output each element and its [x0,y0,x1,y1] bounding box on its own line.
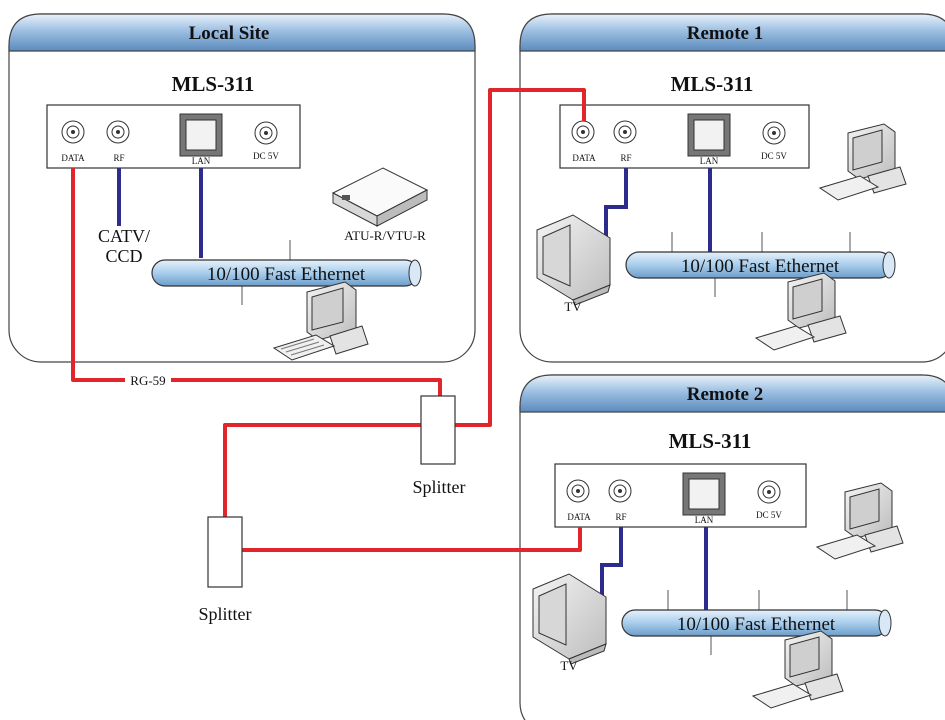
rg59-splitter1-to-splitter2 [223,423,421,517]
local-site-title: Local Site [189,23,270,44]
remote2-tv-icon [532,573,607,665]
remote1-port-data: DATA [572,153,596,163]
local-ethernet-bus: 10/100 Fast Ethernet [151,240,422,305]
remote1-ethernet-bus: 10/100 Fast Ethernet [625,232,896,297]
remote2-port-lan: LAN [695,515,714,525]
local-atu-label: ATU-R/VTU-R [344,228,426,243]
splitter-1 [420,395,456,465]
remote1-port-dc: DC 5V [761,151,787,161]
remote1-mls-device: DATA RF LAN DC 5V [559,104,810,169]
remote2-title: Remote 2 [687,384,764,405]
rg59-local-to-splitter1 [71,168,442,396]
remote2-tv-label: TV [560,658,578,673]
local-catv-line1: CATV/ [98,226,150,246]
remote2-ethernet-bus: 10/100 Fast Ethernet [621,590,892,655]
rg59-splitter2-to-remote2 [242,527,582,552]
local-mls-device: DATA RF LAN DC 5V [46,104,301,169]
splitter-1-label: Splitter [413,477,466,497]
remote1-panel: Remote 1 MLS-311 DATA RF LAN DC 5V TV [519,13,945,363]
remote1-ethernet-label: 10/100 Fast Ethernet [681,256,840,277]
local-model-label: MLS-311 [172,72,255,96]
remote2-model-label: MLS-311 [669,429,752,453]
local-port-data: DATA [61,153,85,163]
remote2-panel: Remote 2 MLS-311 DATA RF LAN DC 5V TV [519,374,945,720]
splitter-2-label: Splitter [199,604,252,624]
local-port-dc: DC 5V [253,151,279,161]
remote2-port-data: DATA [567,512,591,522]
splitter-2 [207,516,243,588]
local-port-rf: RF [113,153,124,163]
remote1-tv-icon [536,214,611,306]
remote2-ethernet-label: 10/100 Fast Ethernet [677,614,836,635]
remote1-title: Remote 1 [687,23,764,44]
remote2-computer-top-icon [815,482,904,560]
remote1-port-rf: RF [620,153,631,163]
remote1-port-lan: LAN [700,156,719,166]
local-computer-icon [272,281,369,361]
local-modem-icon [331,167,429,227]
remote1-computer-top-icon [818,123,907,201]
rg59-splitter1-to-remote1 [455,88,586,427]
remote2-mls-device: DATA RF LAN DC 5V [554,463,807,528]
local-catv-line2: CCD [105,246,142,266]
rg59-cabling [71,88,586,552]
remote1-computer-bottom-icon [754,272,847,351]
remote1-tv-label: TV [564,299,582,314]
local-site-panel: Local Site MLS-311 DATA RF LAN DC 5V CAT… [8,13,476,363]
remote1-model-label: MLS-311 [671,72,754,96]
local-ethernet-label: 10/100 Fast Ethernet [207,264,366,285]
rg59-label: RG-59 [130,373,165,388]
local-port-lan: LAN [192,156,211,166]
remote2-rf-cable [600,527,623,598]
remote2-computer-bottom-icon [751,630,844,709]
remote1-rf-cable [604,168,628,240]
remote2-port-rf: RF [615,512,626,522]
remote2-port-dc: DC 5V [756,510,782,520]
